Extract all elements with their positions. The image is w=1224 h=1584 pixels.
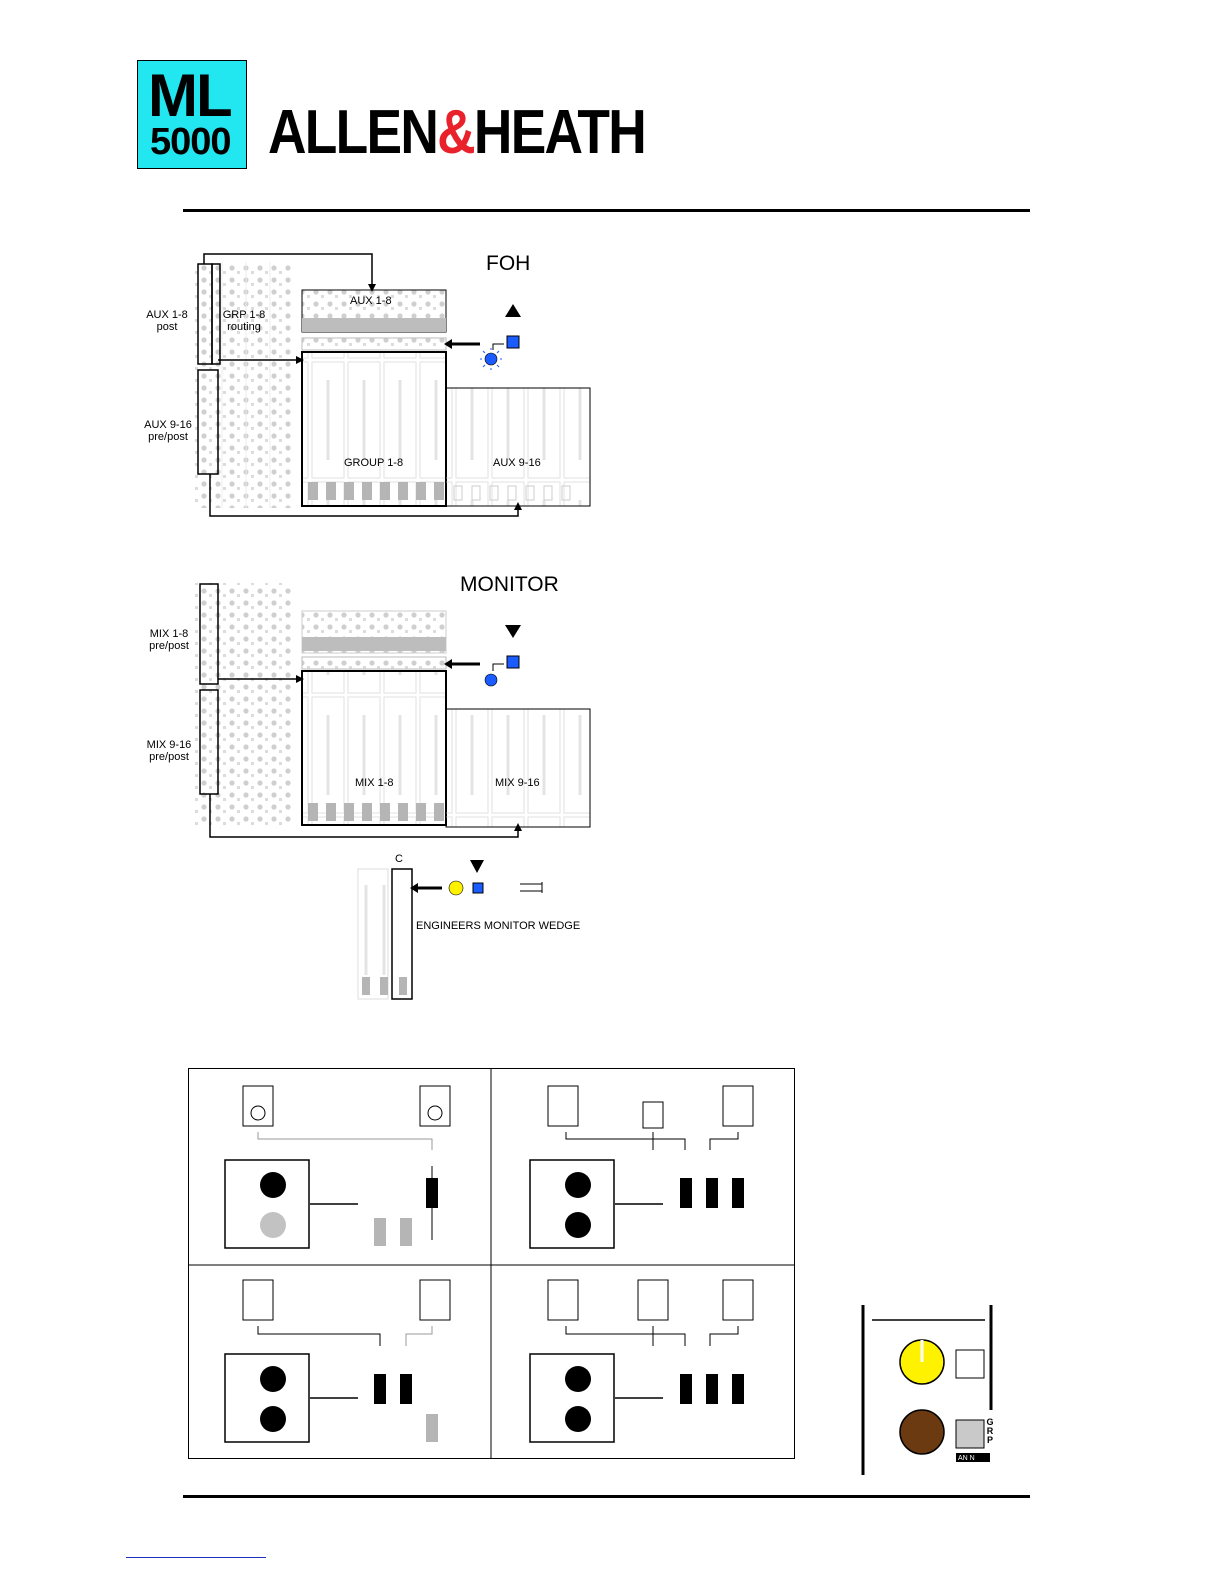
foh-grp-line2: routing bbox=[227, 321, 261, 333]
foh-aux18-line2: post bbox=[157, 321, 178, 333]
mon-mix18-line1: MIX 1-8 bbox=[150, 628, 189, 640]
monitor-title: MONITOR bbox=[460, 579, 559, 591]
foh-aux18-line1: AUX 1-8 bbox=[146, 309, 188, 321]
mon-mix916-line2: pre/post bbox=[149, 751, 189, 763]
foh-aux916-line1: AUX 9-16 bbox=[144, 419, 192, 431]
wedge-channel-label: C bbox=[395, 853, 403, 865]
header-rule bbox=[183, 209, 1030, 212]
footer-link-underline[interactable] bbox=[126, 1557, 266, 1558]
foh-group-block-label: GROUP 1-8 bbox=[344, 457, 403, 469]
side-badge: AN N bbox=[958, 1453, 975, 1465]
foh-diagram bbox=[130, 240, 610, 530]
pan-mode-grid bbox=[188, 1068, 796, 1460]
foh-aux-block-label: AUX 9-16 bbox=[493, 457, 541, 469]
side-grp-label: GRP bbox=[985, 1418, 995, 1445]
monitor-diagram bbox=[130, 575, 610, 845]
mon-mix18-block-label: MIX 1-8 bbox=[355, 777, 394, 789]
foh-top-block-label: AUX 1-8 bbox=[350, 295, 392, 307]
brand-amp: & bbox=[437, 98, 474, 167]
foh-grp-line1: GRP 1-8 bbox=[223, 309, 266, 321]
logo-model-top: ML bbox=[148, 66, 231, 126]
mon-mix18-line2: pre/post bbox=[149, 640, 189, 652]
foh-title: FOH bbox=[486, 258, 530, 270]
foh-aux916-line2: pre/post bbox=[148, 431, 188, 443]
wedge-caption: ENGINEERS MONITOR WEDGE bbox=[416, 920, 580, 932]
footer-rule bbox=[183, 1495, 1030, 1498]
logo-model-bottom: 5000 bbox=[150, 122, 231, 162]
mon-mix916-block-label: MIX 9-16 bbox=[495, 777, 540, 789]
brand-right: HEATH bbox=[474, 98, 645, 167]
mon-mix916-line1: MIX 9-16 bbox=[147, 739, 192, 751]
brand-wordmark: ALLEN&HEATH bbox=[268, 100, 645, 166]
brand-left: ALLEN bbox=[268, 98, 437, 167]
side-panel bbox=[860, 1305, 995, 1477]
